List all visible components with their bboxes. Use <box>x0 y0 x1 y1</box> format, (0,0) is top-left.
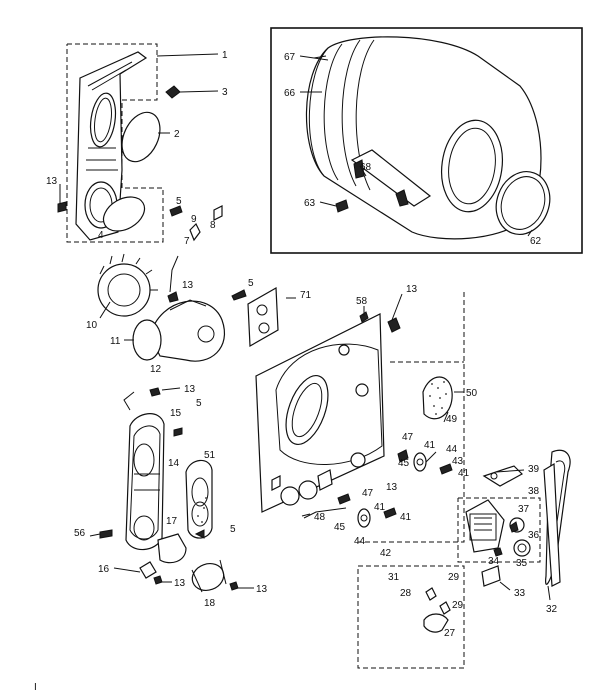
label-part-71: 71 <box>300 290 312 301</box>
label-part-47b: 47 <box>362 488 374 499</box>
label-part-15: 15 <box>170 408 182 419</box>
label-part-5b: 5 <box>248 278 254 289</box>
label-part-5: 5 <box>176 196 182 207</box>
label-part-67: 67 <box>284 52 296 63</box>
label-part-42: 42 <box>380 548 392 559</box>
label-part-34: 34 <box>488 556 500 567</box>
blower-group <box>97 205 279 362</box>
label-part-31: 31 <box>388 572 400 583</box>
label-part-1: 1 <box>222 50 228 61</box>
label-part-58: 58 <box>356 296 368 307</box>
motor-belt-group <box>337 449 571 669</box>
label-part-I: I <box>34 682 37 693</box>
label-part-29: 29 <box>448 572 460 583</box>
label-part-4: 4 <box>98 230 104 241</box>
bulkhead-group <box>255 292 465 543</box>
label-part-45b: 45 <box>334 522 346 533</box>
label-part-51: 51 <box>204 450 216 461</box>
label-part-13b: 13 <box>182 280 194 291</box>
label-part-12: 12 <box>150 364 162 375</box>
label-part-10: 10 <box>86 320 98 331</box>
leader-lines <box>59 53 551 601</box>
label-part-39: 39 <box>528 464 540 475</box>
label-part-63: 63 <box>304 198 316 209</box>
label-part-44b: 44 <box>354 536 366 547</box>
label-part-16: 16 <box>98 564 110 575</box>
label-part-13d: 13 <box>184 384 196 395</box>
part-labels: 1 3 2 13 4 5 9 7 8 67 66 68 63 62 13 5 7… <box>34 50 558 693</box>
label-part-68: 68 <box>360 162 372 173</box>
label-part-5d: 5 <box>230 524 236 535</box>
label-part-27: 27 <box>444 628 456 639</box>
label-part-28: 28 <box>400 588 412 599</box>
label-part-47: 47 <box>402 432 414 443</box>
label-part-7: 7 <box>184 236 190 247</box>
label-part-32: 32 <box>546 604 558 615</box>
label-part-49: 49 <box>446 414 458 425</box>
label-part-43: 43 <box>452 456 464 467</box>
label-part-8: 8 <box>210 220 216 231</box>
label-part-11: 11 <box>110 336 121 347</box>
label-part-33: 33 <box>514 588 526 599</box>
label-part-56: 56 <box>74 528 86 539</box>
label-part-66: 66 <box>284 88 296 99</box>
drum-group <box>270 27 583 254</box>
label-part-48: 48 <box>314 512 326 523</box>
lower-panels-group <box>99 387 239 593</box>
label-part-35: 35 <box>516 558 528 569</box>
label-part-3: 3 <box>222 87 228 98</box>
front-panel-group <box>57 43 181 243</box>
label-part-44: 44 <box>446 444 458 455</box>
label-part-13f: 13 <box>174 578 186 589</box>
label-part-29b: 29 <box>452 600 464 611</box>
label-part-41c: 41 <box>374 502 386 513</box>
label-part-62: 62 <box>530 236 542 247</box>
label-part-17: 17 <box>166 516 178 527</box>
label-part-41d: 41 <box>400 512 412 523</box>
label-part-13e: 13 <box>386 482 398 493</box>
label-part-50: 50 <box>466 388 478 399</box>
label-part-13: 13 <box>46 176 58 187</box>
label-part-36: 36 <box>528 530 540 541</box>
label-part-13g: 13 <box>256 584 268 595</box>
label-part-38: 38 <box>528 486 540 497</box>
label-part-18: 18 <box>204 598 216 609</box>
label-part-9: 9 <box>191 214 197 225</box>
label-part-41b: 41 <box>458 468 470 479</box>
label-part-45: 45 <box>398 458 410 469</box>
label-part-2: 2 <box>174 129 180 140</box>
label-part-41: 41 <box>424 440 436 451</box>
label-part-14: 14 <box>168 458 180 469</box>
label-part-13c: 13 <box>406 284 418 295</box>
label-part-5c: 5 <box>196 398 202 409</box>
label-part-37: 37 <box>518 504 530 515</box>
